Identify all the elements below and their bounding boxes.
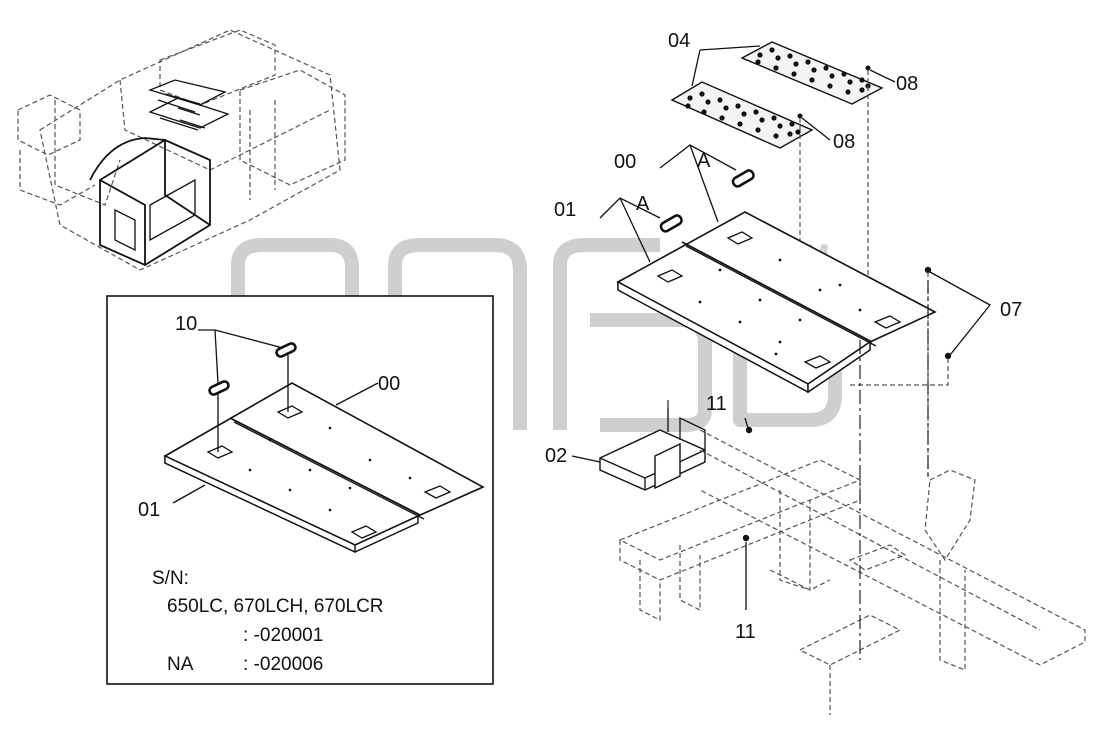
callout-02: 02 (545, 445, 567, 467)
callout-11-upper: 11 (706, 393, 727, 415)
inset-callout-10: 10 (175, 313, 197, 335)
perforated-mat-icon (670, 41, 884, 149)
inset-callout-01: 01 (138, 499, 160, 521)
excavator-overview-icon (17, 29, 346, 271)
callout-a-left: A (636, 193, 650, 215)
serial-number-inset (106, 295, 494, 685)
callout-04: 04 (668, 30, 690, 52)
callout-07: 07 (1000, 299, 1022, 321)
callout-11-lower: 11 (735, 621, 756, 643)
machine-frame (618, 280, 1086, 715)
callout-01: 01 (554, 199, 576, 221)
support-bracket (571, 408, 706, 491)
callout-08-top: 08 (896, 73, 918, 95)
slot-clip-icon (659, 169, 755, 233)
sn-range-2: : -020006 (243, 654, 323, 675)
floor-plate-assembly (616, 211, 937, 394)
callout-08-mid: 08 (833, 131, 855, 153)
callout-a-right: A (697, 150, 711, 172)
inset-callout-00: 00 (378, 373, 400, 395)
sn-range-1: : -020001 (243, 625, 323, 646)
sn-models: 650LC, 670LCH, 670LCR (167, 596, 384, 617)
leader-lines-main (599, 144, 737, 263)
sn-title: S/N: (152, 568, 189, 589)
callout-00: 00 (614, 151, 636, 173)
sn-region: NA (167, 654, 194, 675)
